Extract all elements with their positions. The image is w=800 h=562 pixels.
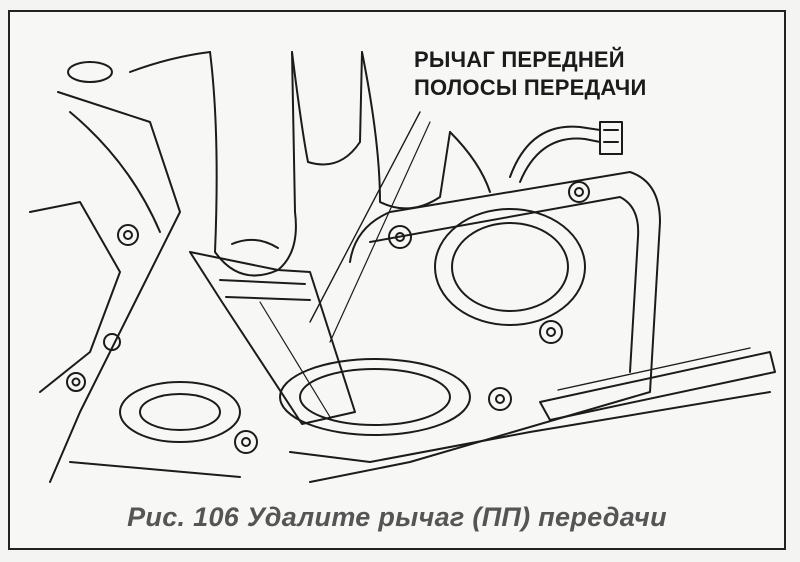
bolt-hole-bottom (234, 430, 258, 454)
callout-leader (309, 111, 421, 323)
lever-callout-label: РЫЧАГ ПЕРЕДНЕЙ ПОЛОСЫ ПЕРЕДАЧИ (414, 46, 646, 102)
bolt-hole-right-2 (568, 181, 590, 203)
sensor-wire (509, 125, 601, 178)
finger-index (209, 51, 297, 277)
callout-line-2: ПОЛОСЫ ПЕРЕДАЧИ (414, 75, 647, 100)
bolt-hole-left-2 (66, 372, 86, 392)
bore-right (434, 208, 586, 326)
bolt-hole-right-3 (539, 320, 563, 344)
boss-top-left (67, 61, 113, 83)
callout-line-1: РЫЧАГ ПЕРЕДНЕЙ (414, 47, 625, 72)
sensor-connector (599, 121, 623, 155)
housing-right-plate (309, 171, 661, 483)
bolt-hole-left-3 (103, 333, 121, 351)
technical-illustration (29, 51, 776, 483)
shift-lever (189, 251, 356, 425)
finger-middle (291, 51, 363, 166)
bore-lower (119, 381, 241, 443)
bolt-hole-left-1 (117, 224, 139, 246)
bore-center (279, 358, 471, 436)
slotted-rail (539, 351, 776, 421)
figure-frame: РЫЧАГ ПЕРЕДНЕЙ ПОЛОСЫ ПЕРЕДАЧИ Рис. 106 … (8, 10, 786, 550)
figure-caption: Рис. 106 Удалите рычаг (ПП) передачи (127, 502, 667, 532)
bolt-hole-right-1 (388, 225, 412, 249)
bolt-hole-right-4 (488, 387, 512, 411)
housing-left-outline (49, 91, 181, 483)
hand-back (129, 51, 211, 73)
finger-ring (361, 51, 451, 210)
